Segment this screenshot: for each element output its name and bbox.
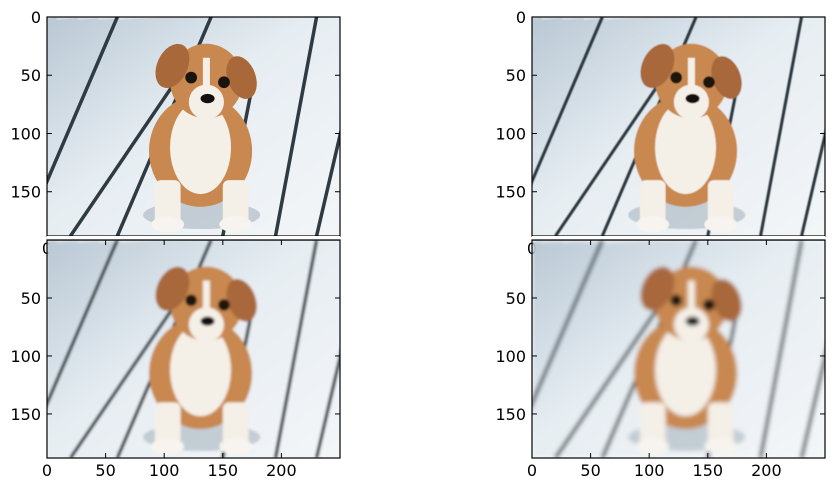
image-panel-1 <box>47 17 340 236</box>
y-tick-label: 100 <box>10 124 41 143</box>
y-tick-label: 150 <box>495 183 526 202</box>
x-tick-label: 0 <box>42 461 52 480</box>
y-tick-label: 150 <box>10 183 41 202</box>
y-tick-label: 150 <box>495 405 526 424</box>
x-tick-label: 50 <box>580 461 600 480</box>
y-tick-label: 50 <box>506 289 526 308</box>
x-tick-label: 50 <box>95 461 115 480</box>
x-tick-label: 200 <box>266 461 297 480</box>
y-tick-label: 50 <box>21 66 41 85</box>
x-tick-label: 150 <box>693 461 724 480</box>
y-tick-label: 50 <box>21 289 41 308</box>
y-tick-label: 100 <box>495 347 526 366</box>
y-tick-label: 100 <box>10 347 41 366</box>
image-panel-4 <box>532 240 825 458</box>
x-tick-label: 200 <box>751 461 782 480</box>
image-panel-2 <box>532 17 825 236</box>
y-tick-label: 0 <box>516 8 526 27</box>
x-tick-label: 100 <box>149 461 180 480</box>
panel-gap <box>47 236 340 240</box>
puppy-image <box>47 17 340 236</box>
panel-gap <box>532 236 825 240</box>
y-tick-label: 100 <box>495 124 526 143</box>
puppy-image <box>47 240 340 458</box>
x-tick-label: 0 <box>527 461 537 480</box>
x-tick-label: 150 <box>208 461 239 480</box>
y-tick-label: 0 <box>31 8 41 27</box>
y-tick-label: 150 <box>10 405 41 424</box>
y-tick-label: 50 <box>506 66 526 85</box>
puppy-image <box>532 240 825 458</box>
puppy-image <box>532 17 825 236</box>
x-tick-label: 100 <box>634 461 665 480</box>
image-panel-3 <box>47 240 340 458</box>
